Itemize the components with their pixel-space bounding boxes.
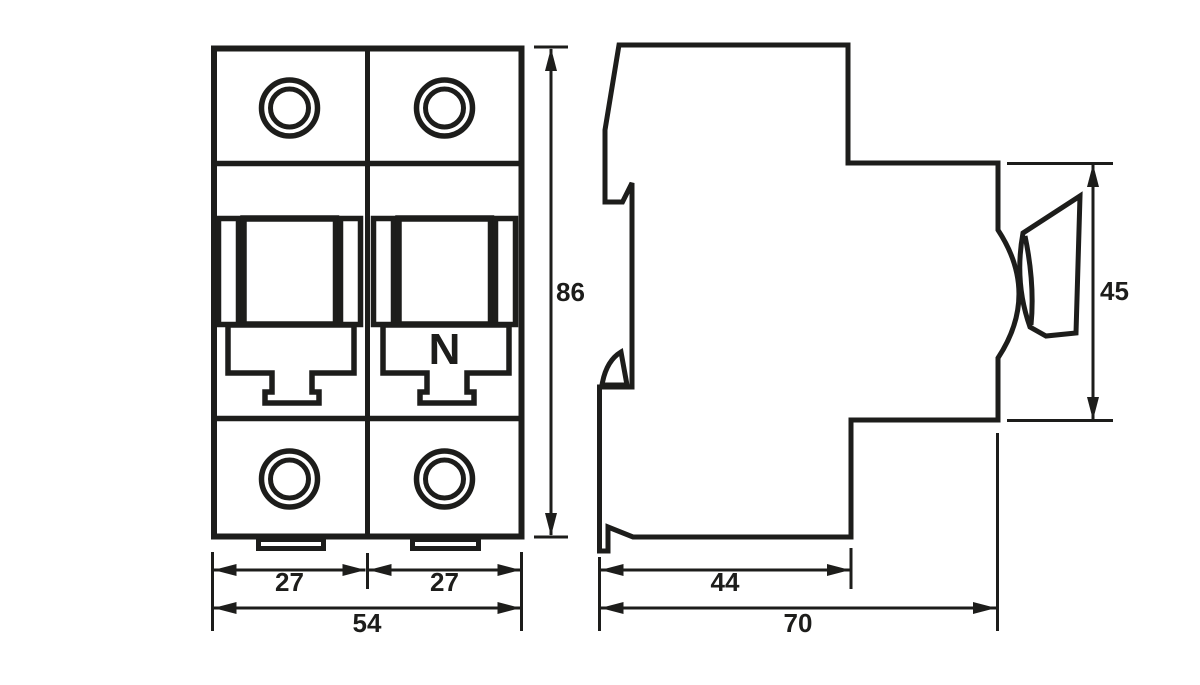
screw-inner-circle [268,86,311,130]
arrow-54-right [497,602,521,614]
carrier-handle [225,322,357,406]
arrow-27r-right [497,564,521,576]
dim-label-27-right: 27 [430,567,459,597]
carrier-handle [380,322,512,406]
toggle-handle-edge-line [1022,235,1035,326]
toggle-handle [1017,191,1083,339]
dim-label-27-left: 27 [275,567,304,597]
dimension-lines [211,45,1113,631]
arrow-27r-left [368,564,392,576]
side-view [597,42,1083,554]
side-tab-right [337,215,364,328]
fuse-carrier-right [370,215,519,406]
arrow-70-right [973,602,996,614]
mounting-foot-right [410,537,481,551]
arrow-45-down [1087,397,1099,420]
carrier-window [395,215,495,328]
arrow-70-left [600,602,624,614]
terminal-screw-top-right [413,77,476,139]
terminal-screw-bottom-left [258,448,321,510]
dimension-arrowheads [213,48,1099,614]
arrow-27l-left [213,564,237,576]
dim-label-70: 70 [784,608,813,638]
din-rail-clip [599,347,630,388]
mounting-foot-left [256,537,326,551]
fuse-carrier-left [215,215,364,406]
side-tab-left [370,215,397,328]
arrow-44-right [827,564,850,576]
dim-label-86: 86 [556,277,585,307]
screw-outer-circle [413,77,476,139]
screw-inner-circle [423,457,466,501]
screw-outer-circle [258,448,321,510]
arrow-86-up [545,48,557,71]
side-tab-right [492,215,519,328]
arrow-54-left [213,602,237,614]
side-body-outline [597,42,1022,554]
screw-outer-circle [413,448,476,510]
carrier-window [240,215,340,328]
terminal-screw-bottom-right [413,448,476,510]
arrow-86-down [545,513,557,536]
screw-inner-circle [423,86,466,130]
screw-outer-circle [258,77,321,139]
arrow-45-up [1087,164,1099,187]
outline-layer [211,42,1113,631]
arrow-44-left [600,564,624,576]
dim-label-44: 44 [711,567,740,597]
front-view [211,45,525,551]
screw-inner-circle [268,457,311,501]
side-tab-left [215,215,242,328]
terminal-screw-top-left [258,77,321,139]
dim-label-45: 45 [1100,276,1129,306]
neutral-pole-label: N [429,325,461,374]
arrow-27l-right [342,564,366,576]
dim-label-54: 54 [353,608,382,638]
label-layer: 27 27 54 86 44 70 45 N [213,48,1129,638]
